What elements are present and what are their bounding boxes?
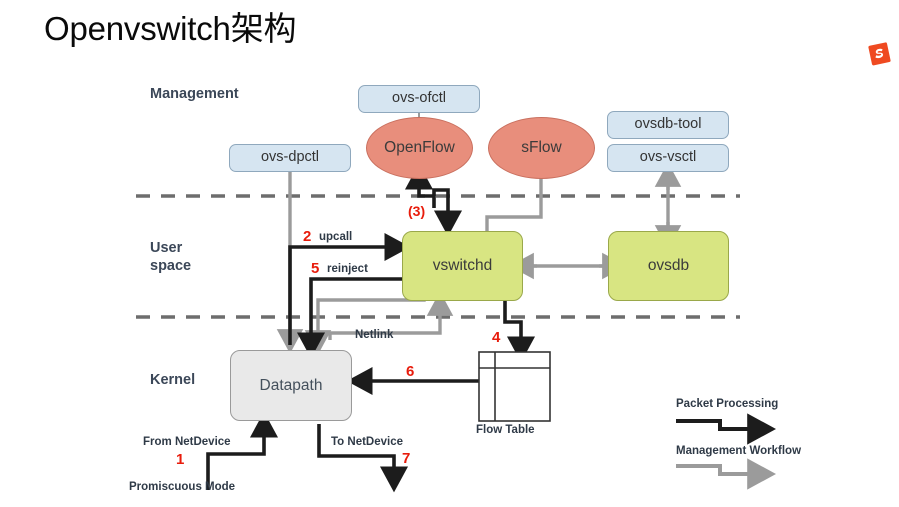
node-ovs-dpctl[interactable]: ovs-dpctl — [229, 144, 351, 172]
step-number-7: 7 — [402, 450, 411, 467]
legend-management-arrow — [676, 458, 776, 490]
step-number-3: (3) — [408, 203, 426, 219]
step-number-1: 1 — [176, 451, 185, 468]
node-datapath[interactable]: Datapath — [230, 350, 352, 421]
edge-to-netdevice — [317, 424, 409, 493]
node-vswitchd[interactable]: vswitchd — [402, 231, 523, 301]
edge-label-reinject: reinject — [327, 263, 368, 275]
userspace-line2: space — [150, 258, 192, 275]
edge-openflow-vswitchd — [404, 163, 463, 237]
step-number-5: 5 — [311, 260, 320, 277]
step-number-6: 6 — [406, 363, 415, 380]
section-label-kernel: Kernel — [150, 372, 196, 388]
edge-label-to-netdevice: To NetDevice — [331, 436, 404, 448]
step-number-2: 2 — [303, 228, 312, 245]
edge-from-netdevice — [206, 411, 279, 490]
edge-vswitchd-to-flowtable — [503, 300, 536, 363]
node-sflow[interactable]: sFlow — [488, 117, 595, 179]
userspace-line1: User — [150, 240, 183, 256]
legend-label-management-workflow: Management Workflow — [676, 445, 802, 457]
section-label-userspace: User space — [150, 239, 191, 275]
flow-table-caption: Flow Table — [476, 424, 535, 436]
node-ovs-ofctl[interactable]: ovs-ofctl — [358, 85, 480, 113]
edge-upcall — [288, 232, 411, 345]
legend-packet-arrow — [676, 413, 776, 445]
page-title: Openvswitch架构 — [44, 10, 297, 47]
edge-label-promiscuous-mode: Promiscuous Mode — [129, 481, 236, 493]
section-label-management: Management — [150, 86, 239, 102]
step-number-4: 4 — [492, 329, 501, 346]
edge-label-netlink: Netlink — [355, 329, 394, 341]
node-ovsdb[interactable]: ovsdb — [608, 231, 729, 301]
edge-vswitchd-to-sflow — [485, 152, 555, 231]
edge-label-from-netdevice: From NetDevice — [143, 436, 231, 448]
edge-label-upcall: upcall — [319, 231, 353, 243]
legend-label-packet-processing: Packet Processing — [676, 398, 779, 410]
node-openflow[interactable]: OpenFlow — [366, 117, 473, 179]
edge-reinject — [296, 277, 405, 359]
s-logo — [868, 42, 891, 66]
flow-table-icon — [478, 351, 551, 422]
node-ovs-vsctl[interactable]: ovs-vsctl — [607, 144, 729, 172]
node-ovsdb-tool[interactable]: ovsdb-tool — [607, 111, 729, 139]
